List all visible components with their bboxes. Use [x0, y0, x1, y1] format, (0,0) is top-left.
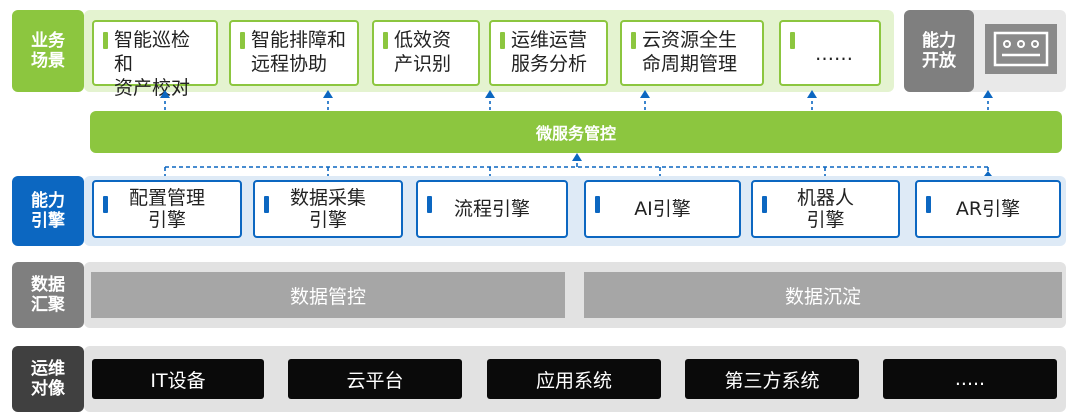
engine-box[interactable]: AR引擎	[915, 180, 1061, 238]
engine-marker	[103, 196, 108, 213]
scenario-marker	[500, 32, 505, 49]
ops-object-box[interactable]: 云平台	[288, 359, 462, 399]
engine-marker	[926, 196, 931, 213]
scenario-box[interactable]: 云资源全生 命周期管理	[620, 20, 764, 86]
ops-object-box[interactable]: 应用系统	[487, 359, 661, 399]
engine-box[interactable]: 流程引擎	[416, 180, 568, 238]
scenario-marker	[631, 32, 636, 49]
scenario-box[interactable]: 智能巡检和 资产校对	[92, 20, 218, 99]
scenario-marker	[240, 32, 245, 49]
scenario-box[interactable]: 低效资 产识别	[372, 20, 480, 86]
capability-open-label: 能力 开放	[904, 10, 974, 92]
engine-marker	[427, 196, 432, 213]
scenario-box[interactable]: 运维运营 服务分析	[489, 20, 608, 86]
api-device-icon	[985, 24, 1057, 74]
row-label-data: 数据 汇聚	[12, 262, 84, 328]
scenario-marker	[103, 32, 108, 49]
engine-row-background	[84, 176, 1066, 246]
scenario-marker	[383, 32, 388, 49]
engine-box[interactable]: AI引擎	[584, 180, 741, 238]
row-label-business: 业务 场景	[12, 10, 84, 92]
scenario-marker	[790, 32, 795, 49]
scenario-box-more[interactable]: ……	[779, 20, 881, 86]
engine-box[interactable]: 机器人 引擎	[751, 180, 900, 238]
microservice-control-bar[interactable]: 微服务管控	[90, 111, 1062, 153]
engine-marker	[595, 196, 600, 213]
engine-marker	[264, 196, 269, 213]
engine-box[interactable]: 配置管理 引擎	[92, 180, 242, 238]
row-label-ops: 运维 对像	[12, 346, 84, 412]
row-label-engine: 能力 引擎	[12, 176, 84, 246]
ops-object-box[interactable]: IT设备	[92, 359, 264, 399]
engine-box[interactable]: 数据采集 引擎	[253, 180, 403, 238]
ops-object-box-more[interactable]: .....	[883, 359, 1057, 399]
ops-object-box[interactable]: 第三方系统	[685, 359, 859, 399]
data-storage-box[interactable]: 数据沉淀	[584, 272, 1062, 318]
scenario-box[interactable]: 智能排障和 远程协助	[229, 20, 359, 86]
engine-marker	[762, 196, 767, 213]
data-control-box[interactable]: 数据管控	[91, 272, 565, 318]
